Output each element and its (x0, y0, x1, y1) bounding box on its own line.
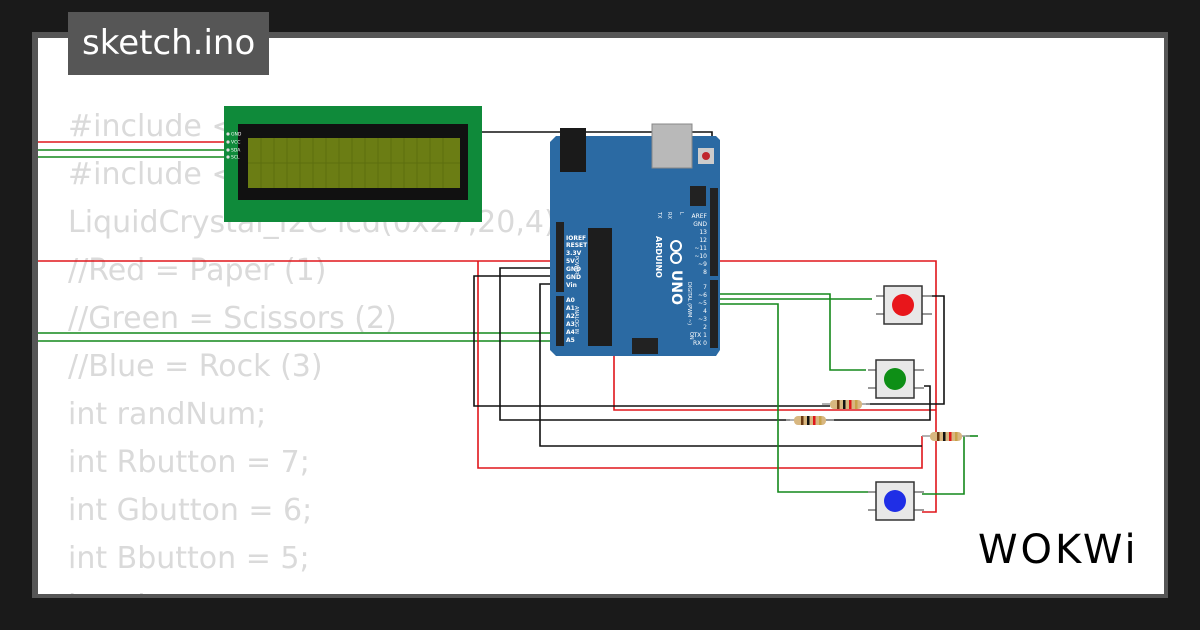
pin-label: RESET (566, 242, 588, 249)
wire-gnd-4 (866, 295, 945, 405)
tx-label: TX (656, 211, 662, 219)
usb-port (651, 123, 693, 169)
pin-label: 5V (566, 258, 575, 265)
pin-label: GND (566, 274, 581, 281)
pin-label: ~11 (694, 245, 707, 252)
pin-label: TX 1 (693, 332, 708, 339)
wire-red-loop (556, 260, 937, 513)
code-line: int Rbutton = 7; (68, 445, 310, 480)
pushbutton-blue[interactable] (868, 481, 924, 521)
pin-label: ~9 (698, 261, 707, 268)
pin-label: 7 (703, 284, 707, 291)
wire-group (38, 131, 978, 513)
wire-d5 (716, 303, 868, 493)
pin-label: ~5 (698, 300, 707, 307)
pushbutton-red[interactable] (876, 285, 932, 325)
lcd-pin-label: GND (231, 132, 242, 138)
wire-gnd-1 (499, 267, 790, 421)
resistor-1[interactable] (822, 400, 870, 409)
button-cap-red (892, 294, 914, 316)
pin-label: A5 (566, 337, 575, 344)
pin-label: A0 (566, 297, 575, 304)
pin-label: GND (566, 266, 581, 273)
code-line: //Red = Paper (1) (68, 253, 327, 288)
lcd-pin-label: SCL (231, 155, 240, 161)
button-cap-green (884, 368, 906, 390)
icsp-header (690, 186, 706, 206)
pin-label: AREF (691, 213, 707, 220)
wire-blue-out (922, 436, 965, 495)
button-cap-blue (884, 490, 906, 512)
pin-label: 2 (703, 324, 707, 331)
pin-label: 12 (699, 237, 707, 244)
analog-header (556, 296, 564, 346)
pin-label: A4 (566, 329, 575, 336)
power-header (556, 222, 564, 292)
pin-label: RX 0 (693, 340, 707, 347)
lcd-pin-label: VCC (231, 140, 240, 146)
wire-d7 (716, 293, 866, 371)
pin-label: IOREF (566, 235, 586, 242)
code-line: int randNum; (68, 397, 267, 432)
analog-label: ANALOG IN (573, 306, 579, 334)
on-label: ON (688, 332, 694, 340)
pin-label: ~10 (694, 253, 707, 260)
pin-label: 4 (703, 308, 707, 315)
wire-gnd-5 (826, 385, 931, 421)
pin-label: GND (693, 221, 707, 228)
l-led-label: L (678, 212, 684, 215)
power-jack (560, 128, 586, 172)
pin-label: ~3 (698, 316, 707, 323)
pin-label: 8 (703, 269, 707, 276)
digital-header-top (710, 188, 718, 276)
code-line: //Green = Scissors (2) (68, 301, 397, 336)
pin-label: Vin (566, 282, 577, 289)
file-name-tab[interactable]: sketch.ino (68, 12, 270, 75)
arduino-uno-board[interactable]: IOREF RESET 3.3V 5V GND GND Vin A0 A1 A2… (550, 123, 720, 356)
resistor-3[interactable] (922, 432, 970, 441)
pin-label: ~6 (698, 292, 707, 299)
power-label: POWER (573, 256, 579, 275)
pin-label: A2 (566, 313, 575, 320)
reset-button-cap (702, 152, 710, 160)
wire-red-left (477, 261, 923, 469)
resistor-2[interactable] (786, 416, 834, 425)
wire-gnd-2 (473, 275, 830, 407)
rx-label: RX (666, 212, 672, 219)
code-line: int Blue (68, 583, 566, 594)
pin-label: 3.3V (566, 250, 582, 257)
wire-gnd-3 (539, 283, 922, 447)
code-background: #include <#include < .h>LiquidCrystal_I2… (68, 103, 566, 594)
lcd-pin-label: SDA (231, 148, 241, 154)
icsp-header-bottom (632, 338, 658, 354)
pin-label: A1 (566, 305, 575, 312)
pushbutton-green[interactable] (868, 359, 924, 399)
code-line: int Bbutton = 5; (68, 541, 310, 576)
board-model-label: UNO (668, 270, 684, 305)
arduino-infinity-logo (670, 240, 682, 264)
code-line: //Blue = Rock (3) (68, 349, 323, 384)
digital-label: DIGITAL (PWM ~) (686, 282, 692, 325)
atmega-chip (588, 228, 612, 346)
pin-label: A3 (566, 321, 575, 328)
board-brand-label: ARDUINO (654, 236, 663, 278)
wokwi-logo: WOKWi (978, 527, 1139, 573)
digital-header-bottom (710, 280, 718, 348)
lcd-display[interactable]: GND VCC SDA SCL (224, 106, 482, 222)
pin-label: 13 (699, 229, 707, 236)
code-line: int Gbutton = 6; (68, 493, 313, 528)
